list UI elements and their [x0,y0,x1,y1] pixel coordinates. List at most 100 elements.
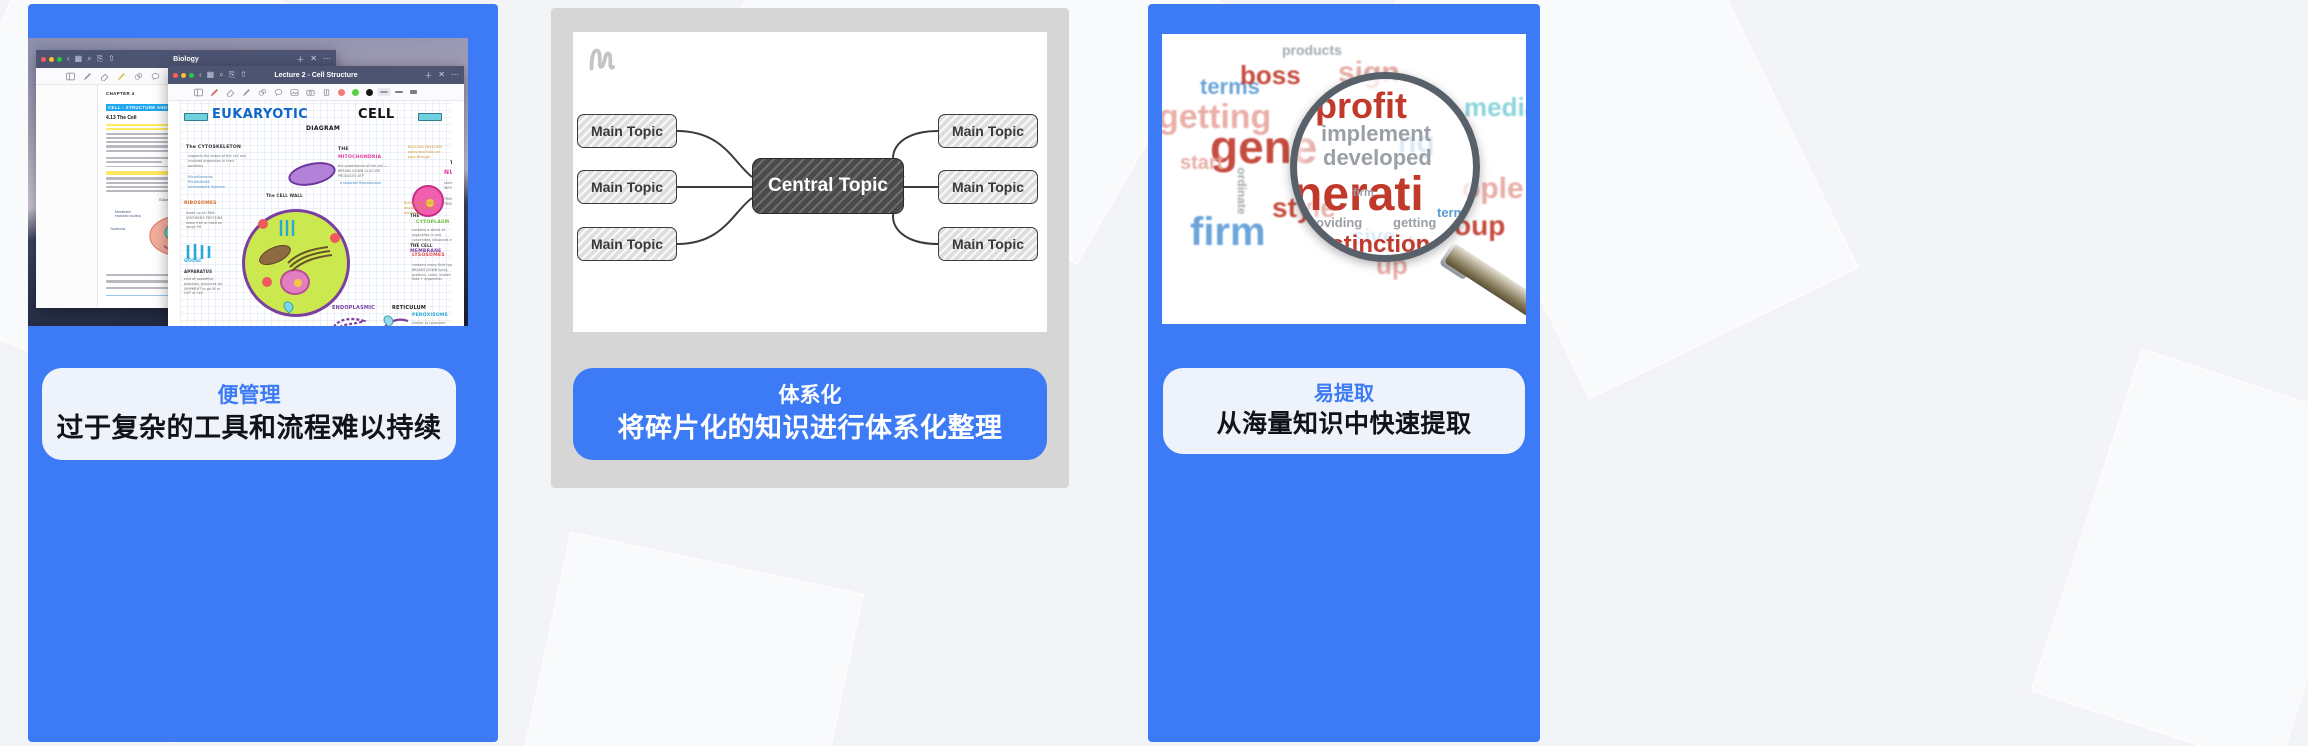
color-swatch-green[interactable] [352,88,359,96]
close-icon[interactable]: ✕ [438,69,445,79]
bookmark-icon[interactable]: ⎘ [228,70,236,79]
window-b-titlebar-actions[interactable]: ＋ ✕ ⋯ [424,70,459,81]
color-swatch-red[interactable] [338,88,345,96]
mindmap-node-central[interactable]: Central Topic [752,158,904,214]
wordcloud-word-media: media [1464,92,1526,122]
maximize-traffic-light[interactable] [57,56,62,62]
lasso-icon[interactable] [274,88,283,97]
plus-icon[interactable]: ＋ [424,70,433,80]
label-nucleus: NUCLEUS [444,169,452,176]
label-lysosomes: LYSOSOMES [412,253,445,258]
back-chevron-icon[interactable]: ‹ [199,70,202,79]
eraser-icon[interactable] [226,88,235,97]
mitochondria-drawing [286,158,338,190]
image-icon[interactable] [290,88,299,97]
camera-icon[interactable] [306,88,315,97]
stroke-width-medium[interactable] [395,90,403,94]
caption-headline: 过于复杂的工具和流程难以持续 [56,412,442,443]
close-traffic-light[interactable] [41,56,46,62]
close-icon[interactable]: ✕ [310,53,317,63]
subheading-highlight [106,171,209,176]
note-title-eukaryotic: EUKARYOTIC [212,107,309,122]
plus-icon[interactable]: ＋ [296,54,305,64]
bookmark-icon[interactable]: ⎘ [96,54,104,63]
caption-kicker: 便管理 [217,384,281,408]
stroke-width-thick[interactable] [410,90,417,94]
grid-icon[interactable]: ▦ [206,70,215,79]
more-icon[interactable]: ⋯ [323,53,331,63]
highlighter-icon[interactable] [117,72,126,81]
mindmap-node-left-3[interactable]: Main Topic [577,227,677,261]
lasso-icon[interactable] [151,72,160,81]
chapter-title-bar: CELL - STRUCTURE AND FUNCTION [106,104,197,111]
figure-label-nucleolus: Nucleolus [110,227,126,232]
more-icon[interactable]: ⋯ [451,69,459,79]
section-heading: 4.13 The Cell [106,115,137,121]
minimize-traffic-light[interactable] [181,72,186,78]
highlighter-icon[interactable] [242,88,251,97]
label-microfilaments: Microfilaments Microtubules Intermediate… [188,175,225,189]
mindmap-node-right-3[interactable]: Main Topic [938,227,1038,261]
lens-word-profit: profit [1315,85,1407,126]
lens-word-firm: firm [1353,187,1374,199]
label-transcription: TRANSCRIPTION TRANSLATION [444,197,452,206]
smooth-er-drawing [384,318,409,326]
share-icon[interactable]: ⇧ [240,70,247,79]
label-endoplasmic: ENDOPLASMIC [332,305,376,311]
inner-vesicle-3 [262,277,272,287]
sidebar-icon[interactable] [66,72,75,81]
share-icon[interactable]: ⇧ [108,54,115,63]
window-b-titlebar[interactable]: ‹ ▦ ⌕ ⎘ ⇧ Lecture 2 - Cell Structure ＋ ✕… [168,66,464,84]
text-icon[interactable] [322,88,331,97]
chapter-label: CHAPTER 4 [106,91,135,96]
mindmap-node-right-1[interactable]: Main Topic [938,114,1038,148]
caption-card-extract: 易提取 从海量知识中快速提取 [1163,368,1525,454]
back-chevron-icon[interactable]: ‹ [67,54,70,63]
label-peroxisome-desc: Similar to lysosome breakdown fatty acid… [412,321,449,326]
mindmap-node-left-1[interactable]: Main Topic [577,114,677,148]
maximize-traffic-light[interactable] [189,72,194,78]
window-b-toolbar[interactable] [168,84,464,101]
search-icon[interactable]: ⌕ [87,54,92,63]
note-subtitle-diagram: DIAGRAM [306,125,341,132]
stroke-width-thin[interactable] [380,91,388,93]
label-mitochondria-note: a separate Reproduction [340,181,382,185]
caption-card-systematize: 体系化 将碎片化的知识进行体系化整理 [573,368,1047,460]
minimize-traffic-light[interactable] [49,56,54,62]
window-a-titlebar-actions[interactable]: ＋ ✕ ⋯ [296,54,331,65]
label-mitochondria: MITOCHONDRIA [338,155,382,160]
pen-icon[interactable] [210,88,219,97]
lens-word-providing: providing [1303,215,1363,230]
mindmap-node-left-2[interactable]: Main Topic [577,170,677,204]
sidebar-icon[interactable] [194,88,203,97]
shapes-icon[interactable] [258,88,267,97]
wordcloud-word-getting: getting [1162,98,1272,136]
label-apparatus: APPARATUS [184,269,213,274]
mindmap-node-right-2[interactable]: Main Topic [938,170,1038,204]
label-golgi-desc: kind of postoffice, prepares, produces f… [184,277,223,296]
label-golgi: GOLGI [184,259,202,264]
grid-icon[interactable]: ▦ [74,54,83,63]
color-swatch-black[interactable] [366,88,373,96]
lens-word-generating: nerati [1293,168,1424,221]
note-title-cell: CELL [358,107,395,122]
label-reticulum: RETICULUM [392,305,427,311]
label-nucleolus: NUCLEOLUS where ribosomal subunits are m… [404,201,437,215]
label-cytoplasm-desc: contains a whole of organelles in and su… [412,228,452,247]
traffic-lights[interactable] [41,56,62,62]
search-icon[interactable]: ⌕ [219,70,224,79]
eraser-icon[interactable] [100,72,109,81]
notes-window-lecture[interactable]: ‹ ▦ ⌕ ⎘ ⇧ Lecture 2 - Cell Structure ＋ ✕… [168,66,464,326]
close-traffic-light[interactable] [173,72,178,78]
label-mitochondria-desc: the powerhouse of the cell — BREAKS DOWN… [338,164,388,178]
nucleolus-dot [426,199,434,207]
label-cytoskeleton: The CYTOSKELETON [186,145,242,150]
label-nuclear-envelope: NUCLEAR ENVELOPE pores and fluid can pas… [408,145,443,159]
lens-word-getting: getting [1393,215,1437,230]
pen-icon[interactable] [83,72,92,81]
shapes-icon[interactable] [134,72,143,81]
traffic-lights[interactable] [173,72,194,78]
inner-vesicle-1 [258,219,268,229]
script-m-logo-icon [587,44,617,72]
